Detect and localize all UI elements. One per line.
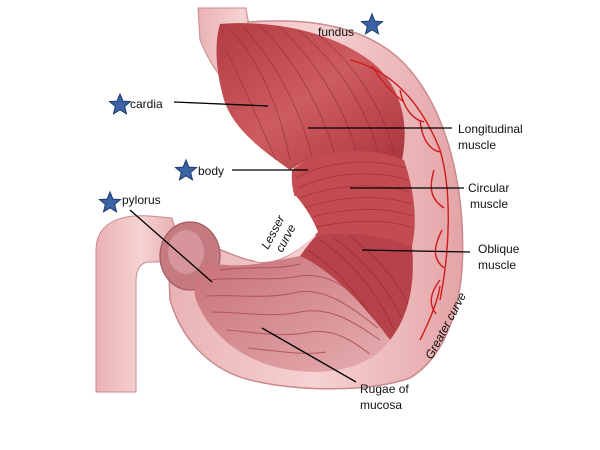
label-circular-line2: muscle (470, 197, 508, 211)
label-pylorus: pylorus (122, 193, 161, 207)
star-icon (98, 190, 122, 213)
label-longitudinal-line2: muscle (458, 138, 496, 152)
leader-oblique (361, 249, 471, 253)
rugae-folds (205, 263, 381, 355)
label-longitudinal-line1: Longitudinal (458, 122, 523, 136)
star-markers (98, 12, 384, 213)
lesser-curve-notch (236, 196, 318, 262)
leader-rugae (261, 327, 357, 383)
longitudinal-fibers (225, 25, 395, 161)
label-oblique-line1: Oblique (478, 242, 520, 256)
leader-pylorus (129, 209, 213, 283)
label-circular-line1: Circular (468, 181, 509, 195)
longitudinal-muscle-layer (216, 23, 405, 171)
star-icon (108, 92, 132, 115)
star-icon (360, 12, 384, 35)
label-fundus: fundus (318, 25, 354, 39)
circular-fibers (295, 161, 414, 229)
gastroepiploic-vessels (349, 59, 449, 341)
label-rugae-line2: mucosa (360, 398, 402, 412)
label-oblique-line2: muscle (478, 258, 516, 272)
label-cardia: cardia (130, 97, 163, 111)
leader-lines (129, 101, 471, 383)
label-body: body (198, 164, 224, 178)
star-icon (174, 158, 198, 181)
leader-cardia (173, 101, 269, 107)
label-rugae-line1: Rugae of (360, 382, 409, 396)
oblique-muscle-layer (300, 233, 413, 340)
